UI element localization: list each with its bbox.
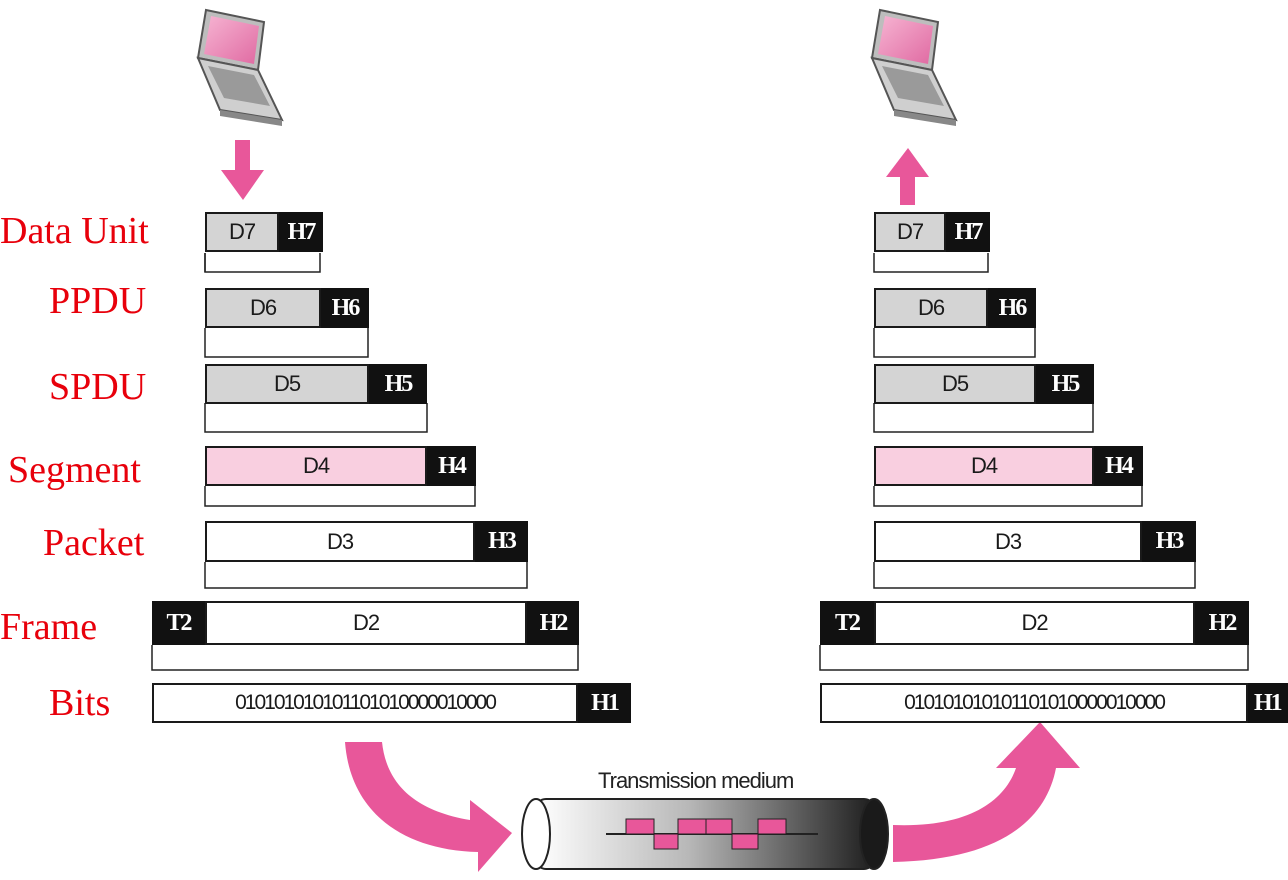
curved-arrow-to-medium-icon bbox=[345, 742, 512, 872]
right-h3-header: H3 bbox=[1142, 521, 1196, 562]
right-h4-header: H4 bbox=[1094, 446, 1143, 486]
left-d2-box: D2 bbox=[205, 601, 527, 645]
right-d5-box: D5 bbox=[874, 364, 1036, 404]
curved-arrow-from-medium-icon bbox=[893, 722, 1080, 862]
left-d5-box: D5 bbox=[205, 364, 369, 404]
label-data-unit: Data Unit bbox=[0, 210, 149, 252]
left-h3-header: H3 bbox=[475, 521, 528, 562]
left-d3-box: D3 bbox=[205, 521, 475, 562]
left-h4-header: H4 bbox=[427, 446, 476, 486]
left-h1-header: H1 bbox=[578, 683, 631, 723]
right-h2-header: H2 bbox=[1195, 601, 1249, 645]
right-d3-box: D3 bbox=[874, 521, 1142, 562]
right-bits-box: 010101010101101010000010000 bbox=[820, 683, 1248, 723]
arrow-up-icon bbox=[886, 148, 929, 205]
right-h5-header: H5 bbox=[1036, 364, 1094, 404]
right-d7-box: D7 bbox=[874, 212, 946, 252]
label-packet: Packet bbox=[43, 522, 145, 564]
left-d7-box: D7 bbox=[205, 212, 279, 252]
left-h5-header: H5 bbox=[369, 364, 427, 404]
left-h6-header: H6 bbox=[321, 288, 369, 328]
transmission-medium-label: Transmission medium bbox=[598, 768, 794, 793]
receiver-laptop-icon bbox=[870, 8, 958, 126]
left-t2-trailer: T2 bbox=[152, 601, 205, 645]
right-h1-header: H1 bbox=[1248, 683, 1288, 723]
label-frame: Frame bbox=[0, 606, 98, 648]
right-d2-box: D2 bbox=[874, 601, 1195, 645]
right-d4-box: D4 bbox=[874, 446, 1094, 486]
label-bits: Bits bbox=[49, 682, 111, 724]
left-d4-box: D4 bbox=[205, 446, 427, 486]
transmission-medium-tube bbox=[521, 798, 889, 870]
left-d6-box: D6 bbox=[205, 288, 321, 328]
right-brackets bbox=[819, 253, 1249, 671]
right-d6-box: D6 bbox=[874, 288, 988, 328]
label-spdu: SPDU bbox=[49, 366, 147, 408]
right-h7-header: H7 bbox=[946, 212, 990, 252]
label-ppdu: PPDU bbox=[49, 280, 147, 322]
left-h2-header: H2 bbox=[527, 601, 579, 645]
sender-laptop-icon bbox=[196, 8, 284, 126]
left-brackets bbox=[151, 253, 579, 671]
left-bits-box: 010101010101101010000010000 bbox=[152, 683, 578, 723]
arrow-down-icon bbox=[221, 140, 264, 200]
right-h6-header: H6 bbox=[988, 288, 1036, 328]
right-t2-trailer: T2 bbox=[820, 601, 874, 645]
left-h7-header: H7 bbox=[279, 212, 323, 252]
label-segment: Segment bbox=[8, 449, 141, 491]
